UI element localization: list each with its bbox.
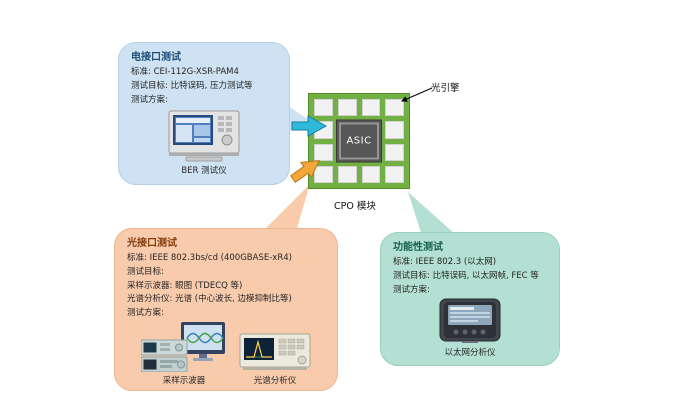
engine-pad	[361, 99, 381, 117]
optical-test-title: 光接口测试	[127, 238, 177, 249]
optical-target-line: 测试目标:	[127, 266, 164, 277]
spectrum-analyzer-figure: 光谱分析仪	[239, 332, 311, 386]
optical-target-osa-line: 光谱分析仪: 光谱 (中心波长, 边模抑制比等)	[127, 294, 292, 305]
engine-pad	[337, 99, 357, 117]
asic-label: ASIC	[346, 135, 372, 147]
cpo-module-graphic: ASIC	[308, 93, 410, 189]
ethernet-analyzer-label: 以太网分析仪	[444, 348, 496, 359]
ber-tester-label: BER 测试仪	[181, 166, 227, 177]
electrical-test-callout: 电接口测试 标准: CEI-112G-XSR-PAM4 测试目标: 比特误码, …	[118, 42, 290, 185]
optical-standard-line: 标准: IEEE 802.3bs/cd (400GBASE-xR4)	[127, 253, 292, 263]
ber-tester-image	[168, 110, 240, 162]
engine-pad	[361, 165, 381, 183]
asic-die: ASIC	[336, 119, 382, 163]
engine-pad	[314, 165, 333, 183]
engine-pad	[314, 121, 333, 139]
optical-engine-label: 光引擎	[431, 83, 460, 94]
spectrum-analyzer-label: 光谱分析仪	[253, 375, 297, 386]
functional-test-callout: 功能性测试 标准: IEEE 802.3 (以太网) 测试目标: 比特误码, 以…	[380, 232, 560, 366]
cpo-module-label: CPO 模块	[334, 201, 376, 212]
engine-pad	[314, 99, 333, 117]
electrical-standard-line: 标准: CEI-112G-XSR-PAM4	[131, 67, 239, 77]
engine-pad	[385, 143, 404, 161]
ethernet-analyzer-figure: 以太网分析仪	[438, 298, 502, 358]
engine-pad	[385, 121, 404, 139]
functional-target-line: 测试目标: 比特误码, 以太网帧, FEC 等	[393, 270, 539, 281]
ethernet-analyzer-image	[439, 298, 501, 344]
sampling-scope-image	[141, 321, 225, 372]
optical-target-scope-line: 采样示波器: 眼图 (TDECQ 等)	[127, 280, 243, 291]
optical-bubble-tail	[256, 184, 310, 238]
engine-pad	[337, 165, 357, 183]
electrical-plan-line: 测试方案:	[131, 94, 168, 105]
functional-bubble-tail	[408, 192, 464, 242]
engine-pad	[385, 165, 404, 183]
optical-test-callout: 光接口测试 标准: IEEE 802.3bs/cd (400GBASE-xR4)…	[114, 228, 338, 391]
electrical-target-line: 测试目标: 比特误码, 压力测试等	[131, 80, 253, 91]
functional-plan-line: 测试方案:	[393, 284, 430, 295]
functional-test-title: 功能性测试	[393, 242, 443, 253]
ber-tester-figure: BER 测试仪	[166, 108, 242, 176]
functional-standard-line: 标准: IEEE 802.3 (以太网)	[393, 257, 497, 267]
sampling-scope-label: 采样示波器	[162, 375, 206, 386]
optical-plan-line: 测试方案:	[127, 308, 164, 319]
sampling-scope-figure: 采样示波器	[141, 321, 227, 386]
spectrum-analyzer-image	[239, 333, 311, 370]
engine-pad	[385, 99, 404, 117]
electrical-test-title: 电接口测试	[131, 52, 181, 63]
engine-pad	[314, 143, 333, 161]
